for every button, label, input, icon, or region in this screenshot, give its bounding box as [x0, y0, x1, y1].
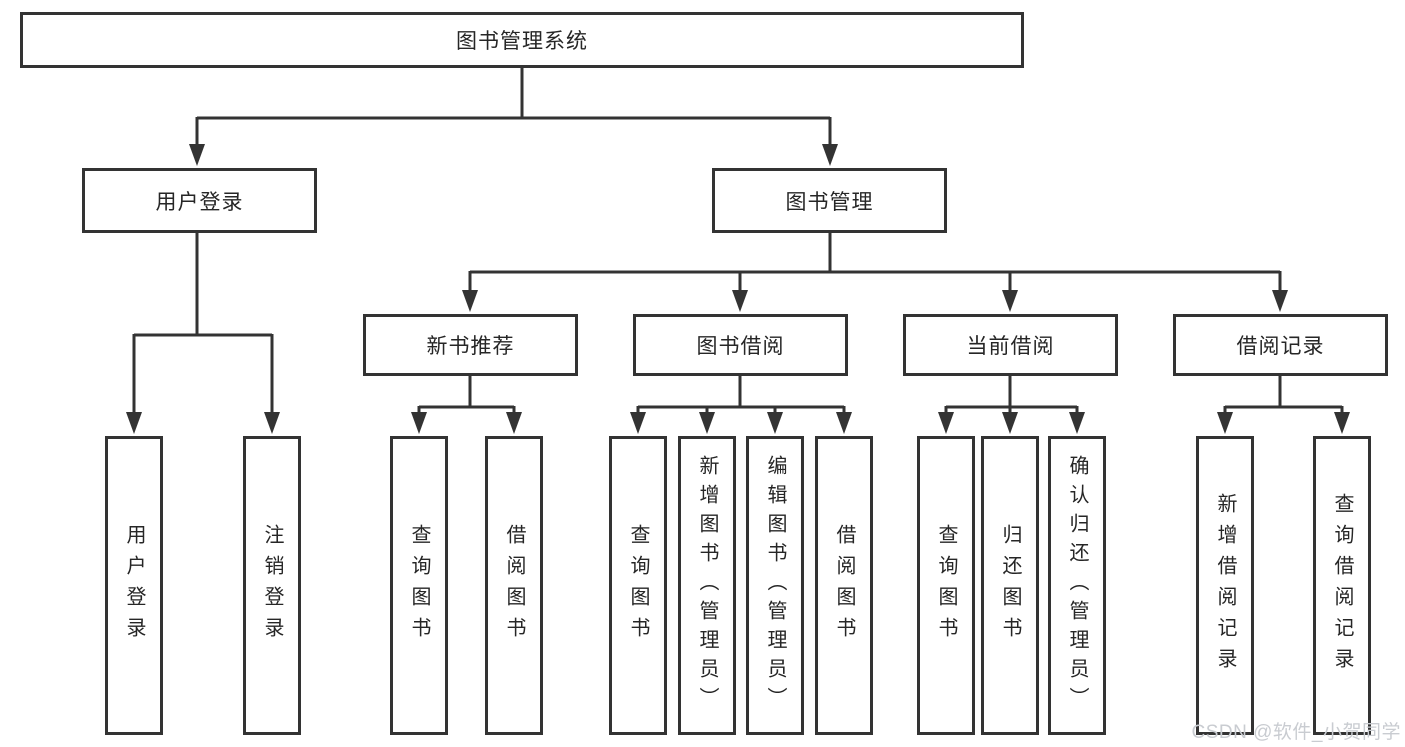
node-user-login-label: 用户登录 — [155, 190, 244, 214]
leaf-cb-query-books: 查询图书 — [917, 436, 975, 735]
leaf-bb-query-books: 查询图书 — [609, 436, 667, 735]
node-borrow-records: 借阅记录 — [1173, 314, 1388, 376]
leaf-user-login-label: 用户登录 — [123, 523, 145, 648]
leaf-bb-edit-book-admin: 编辑图书（管理员） — [746, 436, 804, 735]
leaf-br-query-record: 查询借阅记录 — [1313, 436, 1371, 735]
leaf-bb-add-book-admin-label: 新增图书（管理员） — [696, 455, 718, 716]
leaf-nb-query-books: 查询图书 — [390, 436, 448, 735]
node-book-borrow-label: 图书借阅 — [696, 335, 785, 358]
node-book-management-label: 图书管理 — [785, 190, 874, 214]
leaf-cb-query-books-label: 查询图书 — [935, 523, 957, 648]
node-new-book-recommend: 新书推荐 — [363, 314, 578, 376]
csdn-watermark: CSDN @软件_小贺同学 — [1191, 722, 1401, 743]
leaf-nb-query-books-label: 查询图书 — [408, 523, 430, 648]
leaf-user-login: 用户登录 — [105, 436, 163, 735]
leaf-nb-borrow-books: 借阅图书 — [485, 436, 543, 735]
leaf-br-add-record: 新增借阅记录 — [1196, 436, 1254, 735]
node-borrow-records-label: 借阅记录 — [1236, 335, 1325, 358]
leaf-logout: 注销登录 — [243, 436, 301, 735]
node-user-login: 用户登录 — [82, 168, 317, 233]
node-new-book-recommend-label: 新书推荐 — [426, 335, 515, 358]
node-book-management: 图书管理 — [712, 168, 947, 233]
node-current-borrow-label: 当前借阅 — [966, 335, 1055, 358]
leaf-nb-borrow-books-label: 借阅图书 — [503, 523, 525, 648]
leaf-bb-add-book-admin: 新增图书（管理员） — [678, 436, 736, 735]
leaf-br-add-record-label: 新增借阅记录 — [1214, 492, 1236, 679]
leaf-bb-borrow-books-label: 借阅图书 — [833, 523, 855, 648]
leaf-cb-confirm-return-admin: 确认归还（管理员） — [1048, 436, 1106, 735]
leaf-bb-borrow-books: 借阅图书 — [815, 436, 873, 735]
node-library-system: 图书管理系统 — [20, 12, 1024, 68]
leaf-logout-label: 注销登录 — [261, 523, 283, 648]
leaf-bb-edit-book-admin-label: 编辑图书（管理员） — [764, 455, 786, 716]
leaf-cb-return-books-label: 归还图书 — [999, 523, 1021, 648]
leaf-br-query-record-label: 查询借阅记录 — [1331, 492, 1353, 679]
node-library-system-label: 图书管理系统 — [456, 30, 588, 53]
leaf-cb-return-books: 归还图书 — [981, 436, 1039, 735]
leaf-cb-confirm-return-admin-label: 确认归还（管理员） — [1066, 455, 1088, 716]
node-book-borrow: 图书借阅 — [633, 314, 848, 376]
leaf-bb-query-books-label: 查询图书 — [627, 523, 649, 648]
node-current-borrow: 当前借阅 — [903, 314, 1118, 376]
